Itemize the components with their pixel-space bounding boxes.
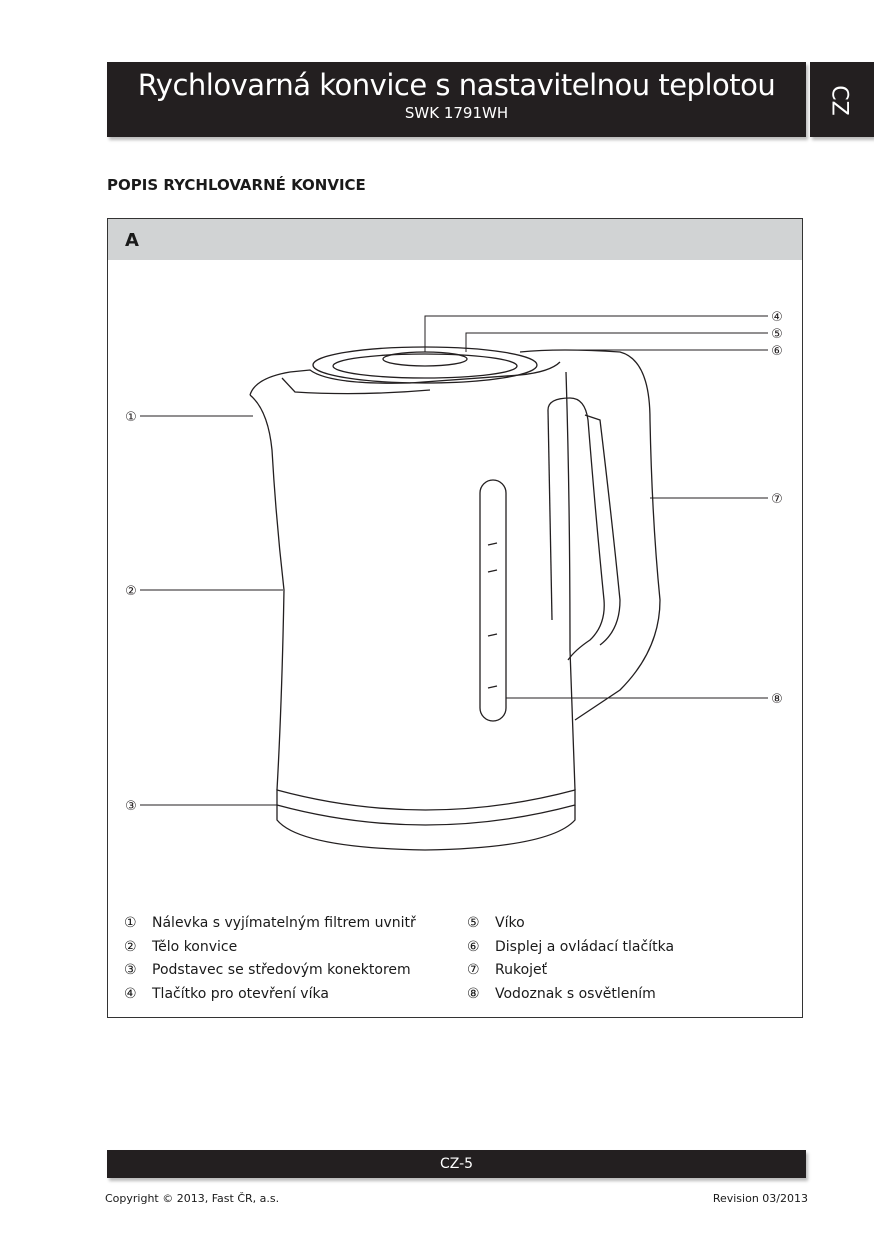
page-title: Rychlovarná konvice s nastavitelnou tepl… xyxy=(137,68,776,102)
language-tab: CZ xyxy=(810,62,874,137)
figure-label: A xyxy=(108,219,802,260)
revision: Revision 03/2013 xyxy=(712,1192,808,1205)
kettle-body-right xyxy=(565,371,576,791)
kettle-handle xyxy=(519,349,661,721)
section-heading: POPIS RYCHLOVARNÉ KONVICE xyxy=(107,176,366,194)
page-number: CZ-5 xyxy=(107,1150,806,1178)
title-banner: Rychlovarná konvice s nastavitelnou tepl… xyxy=(107,62,806,137)
callout-5: ⑤ xyxy=(771,327,783,342)
figure-box: A xyxy=(107,218,803,1018)
callout-3: ③ xyxy=(125,799,137,814)
model-number: SWK 1791WH xyxy=(404,104,509,122)
kettle-base xyxy=(276,789,576,826)
kettle-spout xyxy=(249,361,561,396)
callout-2: ② xyxy=(125,584,137,599)
callout-6: ⑥ xyxy=(771,344,783,359)
callout-7: ⑦ xyxy=(771,492,783,507)
copyright: Copyright © 2013, Fast ČR, a.s. xyxy=(105,1192,280,1205)
water-window xyxy=(479,479,507,722)
callout-4: ④ xyxy=(771,310,783,325)
callout-8: ⑧ xyxy=(771,692,783,707)
callout-1: ① xyxy=(125,410,137,425)
kettle-body-left xyxy=(249,394,285,791)
